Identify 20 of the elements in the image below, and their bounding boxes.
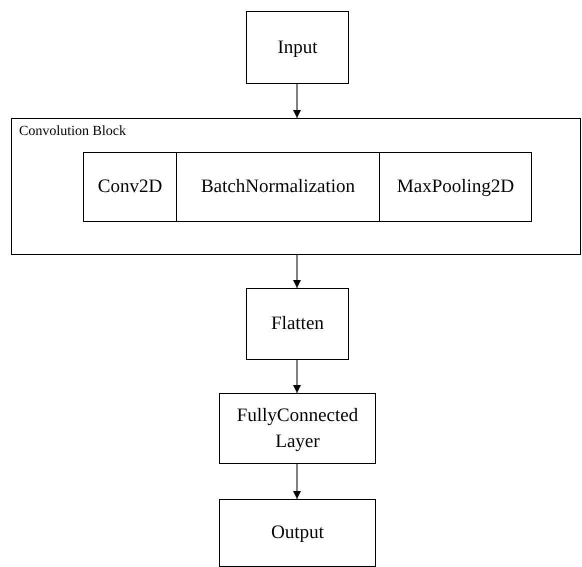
process-box	[246, 11, 349, 84]
node-label: Flatten	[271, 312, 324, 336]
arrow	[293, 254, 301, 288]
layer-box	[379, 152, 532, 222]
arrow	[293, 84, 301, 118]
node-label: Conv2D	[98, 175, 162, 200]
arrow	[293, 360, 301, 394]
group-frame	[11, 118, 581, 255]
process-box	[219, 499, 376, 567]
node-label: Output	[271, 521, 324, 546]
node-label: Input	[277, 36, 318, 60]
process-box	[219, 393, 376, 464]
layer-box	[176, 152, 380, 222]
node-label: BatchNormalization	[200, 175, 356, 200]
group-title: Convolution Block	[19, 123, 126, 141]
layer-box	[83, 152, 177, 222]
arrow	[293, 464, 301, 500]
node-label: MaxPooling2D	[396, 175, 514, 200]
node-label: FullyConnected Layer	[236, 404, 360, 454]
process-box	[246, 288, 349, 360]
